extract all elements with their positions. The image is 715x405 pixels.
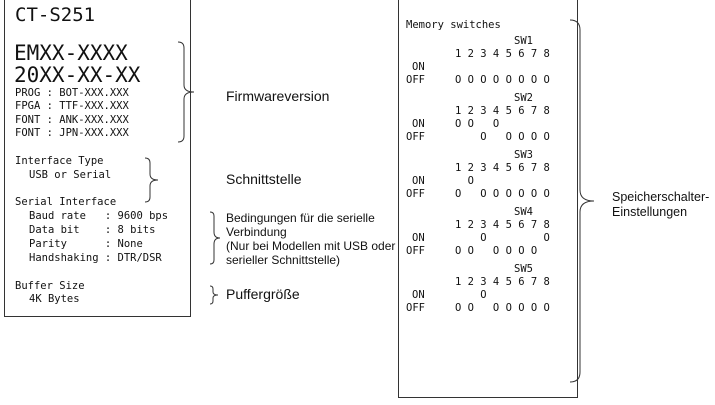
on-label: ON: [412, 289, 425, 301]
switch-numbers: 1 2 3 4 5 6 7 8: [455, 219, 550, 231]
off-row: O O O O O O: [455, 245, 550, 257]
off-label: OFF: [406, 74, 425, 86]
switch-numbers: 1 2 3 4 5 6 7 8: [455, 162, 550, 174]
memory-switch-receipt: [398, 0, 578, 398]
on-row: [455, 61, 550, 73]
data-bit: Data bit : 8 bits: [29, 224, 156, 236]
firmware-date: 20XX-XX-XX: [14, 63, 141, 87]
memory-brace: [569, 19, 595, 383]
serial-conditions-line-3: (Nur bei Modellen mit USB oder: [226, 239, 396, 253]
off-label: OFF: [406, 188, 425, 200]
switch-name: SW1: [514, 35, 533, 47]
on-label: ON: [412, 61, 425, 73]
font-ank-version: FONT : ANK-XXX.XXX: [15, 114, 129, 126]
baud-rate: Baud rate : 9600 bps: [29, 210, 169, 222]
on-row: O: [455, 175, 550, 187]
serial-interface-title: Serial Interface: [15, 196, 117, 208]
on-label: ON: [412, 232, 425, 244]
fpga-version: FPGA : TTF-XXX.XXX: [15, 100, 129, 112]
buffer-label: Puffergröße: [226, 286, 300, 302]
serial-conditions-line-4: serieller Schnittstelle): [226, 253, 341, 267]
buffer-brace: [209, 285, 219, 305]
memory-switches-title: Memory switches: [406, 19, 501, 31]
buffer-size-title: Buffer Size: [15, 280, 85, 292]
switch-numbers: 1 2 3 4 5 6 7 8: [455, 48, 550, 60]
switch-name: SW3: [514, 149, 533, 161]
off-row: O O O O O: [455, 131, 550, 143]
switch-name: SW4: [514, 206, 533, 218]
model-name: CT-S251: [15, 4, 96, 26]
prog-version: PROG : BOT-XXX.XXX: [15, 87, 129, 99]
off-row: O O O O O O O: [455, 302, 550, 314]
serial-conditions-line-2: Verbindung: [226, 225, 287, 239]
switch-numbers: 1 2 3 4 5 6 7 8: [455, 105, 550, 117]
off-row: O O O O O O O O: [455, 74, 550, 86]
on-label: ON: [412, 118, 425, 130]
parity: Parity : None: [29, 238, 143, 250]
firmware-id: EMXX-XXXX: [14, 41, 128, 65]
interface-brace: [144, 157, 159, 203]
serial-conditions-line-1: Bedingungen für die serielle: [226, 211, 375, 225]
config-receipt: [4, 0, 191, 317]
firmware-brace: [177, 41, 195, 143]
memory-settings-line-1: Speicherschalter-: [612, 190, 710, 204]
off-label: OFF: [406, 131, 425, 143]
on-row: O O: [455, 232, 550, 244]
switch-name: SW5: [514, 263, 533, 275]
off-row: O O O O O O O: [455, 188, 550, 200]
on-row: O O O: [455, 118, 550, 130]
buffer-size-value: 4K Bytes: [29, 293, 80, 305]
handshaking: Handshaking : DTR/DSR: [29, 252, 162, 264]
on-label: ON: [412, 175, 425, 187]
interface-type-title: Interface Type: [15, 155, 104, 167]
serial-brace: [209, 211, 221, 265]
switch-name: SW2: [514, 92, 533, 104]
memory-settings-line-2: Einstellungen: [612, 205, 688, 219]
interface-label: Schnittstelle: [226, 171, 302, 187]
on-row: O: [455, 289, 550, 301]
font-jpn-version: FONT : JPN-XXX.XXX: [15, 127, 129, 139]
interface-type-value: USB or Serial: [29, 169, 112, 181]
firmware-label: Firmwareversion: [226, 88, 330, 104]
switch-numbers: 1 2 3 4 5 6 7 8: [455, 276, 550, 288]
off-label: OFF: [406, 302, 425, 314]
off-label: OFF: [406, 245, 425, 257]
